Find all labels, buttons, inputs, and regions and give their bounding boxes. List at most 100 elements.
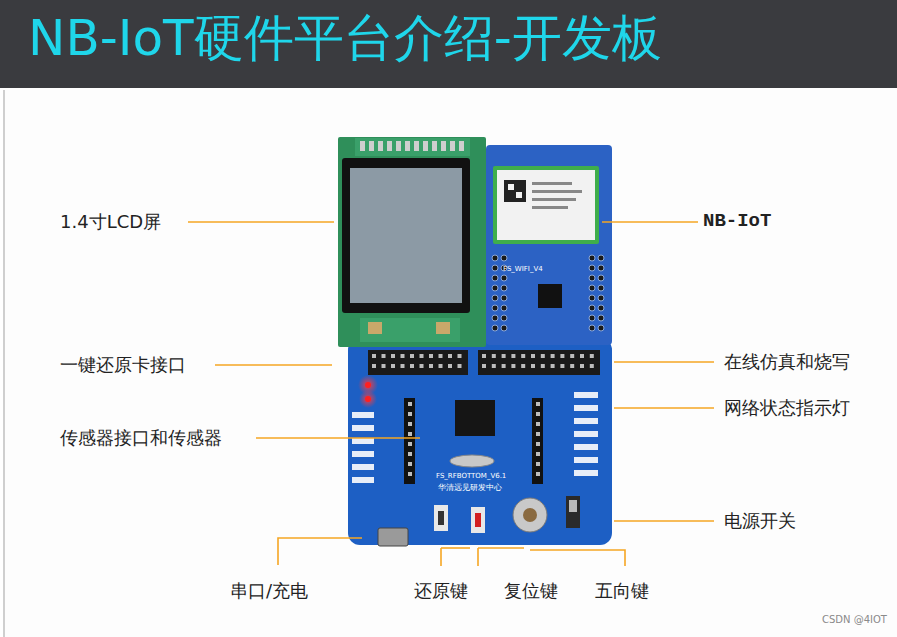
power-switch	[569, 500, 577, 512]
header-pin	[521, 364, 525, 368]
header-pin	[441, 141, 446, 151]
five-way-key	[513, 498, 547, 532]
connector-pin	[492, 305, 498, 311]
silkscreen-text: 华清远见研发中心	[438, 483, 502, 492]
callout-label: NB-IoT	[703, 210, 771, 233]
header-pin	[408, 462, 412, 466]
module-print	[532, 198, 576, 201]
header-pin	[382, 364, 386, 368]
card-header	[368, 350, 468, 375]
connector-pin	[501, 285, 507, 291]
module-shield	[497, 170, 595, 240]
callout-label: 串口/充电	[230, 580, 308, 602]
header-pin	[560, 364, 564, 368]
silk-pad	[574, 418, 598, 424]
header-pin	[401, 354, 405, 358]
connector-pin	[598, 315, 604, 321]
header-pin	[536, 422, 540, 426]
header-pin	[439, 364, 443, 368]
five-way-key	[523, 508, 537, 522]
header-pin	[536, 432, 540, 436]
connector-pin	[598, 265, 604, 271]
header-pin	[429, 364, 433, 368]
qr-code	[504, 180, 526, 202]
lcd-pcb	[338, 137, 486, 347]
silk-pad	[352, 477, 374, 483]
reset-button	[475, 513, 481, 527]
lcd-pad	[436, 322, 450, 334]
callout-label: 传感器接口和传感器	[60, 427, 222, 449]
callout-label: 复位键	[504, 580, 558, 602]
lcd-flex	[360, 318, 460, 342]
header-pin	[551, 364, 555, 368]
header-pin	[536, 402, 540, 406]
header-pin	[408, 452, 412, 456]
callout-label: 1.4寸LCD屏	[60, 211, 161, 233]
restore-button	[434, 505, 448, 531]
connector-pin	[492, 255, 498, 261]
silk-pad	[574, 392, 598, 398]
header-pin	[432, 141, 437, 151]
silkscreen-text: FS_RFBOTTOM_V6.1	[436, 472, 506, 480]
header-pin	[423, 141, 428, 151]
header-pin	[401, 364, 405, 368]
silk-pad	[352, 425, 374, 431]
connector-pin	[598, 285, 604, 291]
header-pin	[382, 354, 386, 358]
silk-pad	[574, 470, 598, 476]
header-pin	[414, 141, 419, 151]
leader-line	[530, 550, 625, 566]
led	[365, 382, 371, 388]
header-pin	[429, 354, 433, 358]
header-pin	[560, 354, 564, 358]
callout-label: 一键还原卡接口	[60, 354, 186, 376]
lcd-frame	[342, 158, 470, 313]
header-pin	[408, 432, 412, 436]
board-details	[352, 141, 604, 483]
header-pin	[536, 472, 540, 476]
leader-line	[440, 548, 442, 566]
header-pin	[408, 412, 412, 416]
header-pin	[378, 141, 383, 151]
silk-pad	[574, 431, 598, 437]
header-pin	[536, 452, 540, 456]
lcd-screen	[350, 168, 462, 303]
header-pin	[531, 354, 535, 358]
header-pin	[372, 354, 376, 358]
connector-pin	[589, 325, 595, 331]
lcd-pin-strip	[355, 138, 470, 156]
connector-pin	[492, 315, 498, 321]
header-pin	[551, 354, 555, 358]
header-pin	[536, 412, 540, 416]
header-pin	[521, 354, 525, 358]
silk-pad	[574, 457, 598, 463]
restore-button	[438, 511, 444, 525]
header-pin	[459, 141, 464, 151]
lcd-pad	[368, 322, 382, 334]
connector-pin	[492, 285, 498, 291]
header-pin	[420, 354, 424, 358]
nbiot-pcb	[486, 145, 612, 345]
silk-pad	[352, 464, 374, 470]
leader-line	[478, 547, 524, 549]
jtag-header	[478, 350, 600, 375]
led	[365, 396, 371, 402]
header-pin	[369, 141, 374, 151]
header-pin	[360, 141, 365, 151]
connector-pin	[492, 275, 498, 281]
ic-chip	[455, 400, 495, 436]
header-pin	[590, 364, 594, 368]
leader-line	[614, 407, 714, 409]
callout-label: 还原键	[414, 580, 468, 602]
header-pin	[580, 354, 584, 358]
callout-label: 电源开关	[724, 510, 796, 532]
header-pin	[458, 354, 462, 358]
callout-label: 在线仿真和烧写	[724, 351, 850, 373]
usb-port	[378, 528, 408, 546]
leader-line	[441, 547, 470, 549]
header-pin	[502, 354, 506, 358]
connector-pin	[501, 325, 507, 331]
header-pin	[458, 364, 462, 368]
header-pin	[541, 364, 545, 368]
